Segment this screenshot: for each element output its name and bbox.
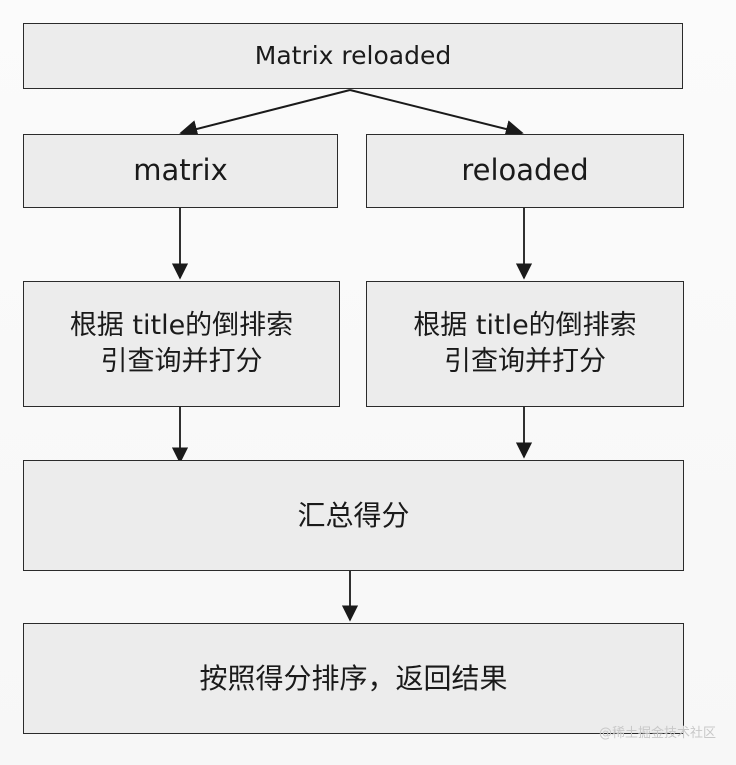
root-query-box: Matrix reloaded xyxy=(23,23,683,89)
term-box-reloaded: reloaded xyxy=(366,134,684,208)
action-text-matrix: 根据 title的倒排索 引查询并打分 xyxy=(70,308,293,381)
action-line1-matrix: 根据 title的倒排索 xyxy=(69,309,294,341)
action-line2-reloaded: 引查询并打分 xyxy=(444,346,606,377)
final-result-box: 按照得分排序，返回结果 xyxy=(23,623,684,734)
action-line1-reloaded: 根据 title的倒排索 xyxy=(413,309,637,341)
action-text-reloaded: 根据 title的倒排索 引查询并打分 xyxy=(413,308,636,381)
term-label-matrix: matrix xyxy=(133,153,228,188)
merge-score-box: 汇总得分 xyxy=(23,460,684,571)
arrow-root-to-reloaded xyxy=(349,89,524,138)
root-query-label: Matrix reloaded xyxy=(254,41,452,71)
term-label-reloaded: reloaded xyxy=(461,153,589,188)
arrow-root-to-matrix xyxy=(179,89,351,138)
action-box-matrix: 根据 title的倒排索 引查询并打分 xyxy=(23,281,340,407)
action-line2-matrix: 引查询并打分 xyxy=(100,346,263,377)
merge-score-label: 汇总得分 xyxy=(297,498,410,532)
watermark-text: @稀土掘金技术社区 xyxy=(598,726,716,741)
final-result-label: 按照得分排序，返回结果 xyxy=(199,661,508,695)
term-box-matrix: matrix xyxy=(23,134,338,208)
action-box-reloaded: 根据 title的倒排索 引查询并打分 xyxy=(366,281,684,407)
